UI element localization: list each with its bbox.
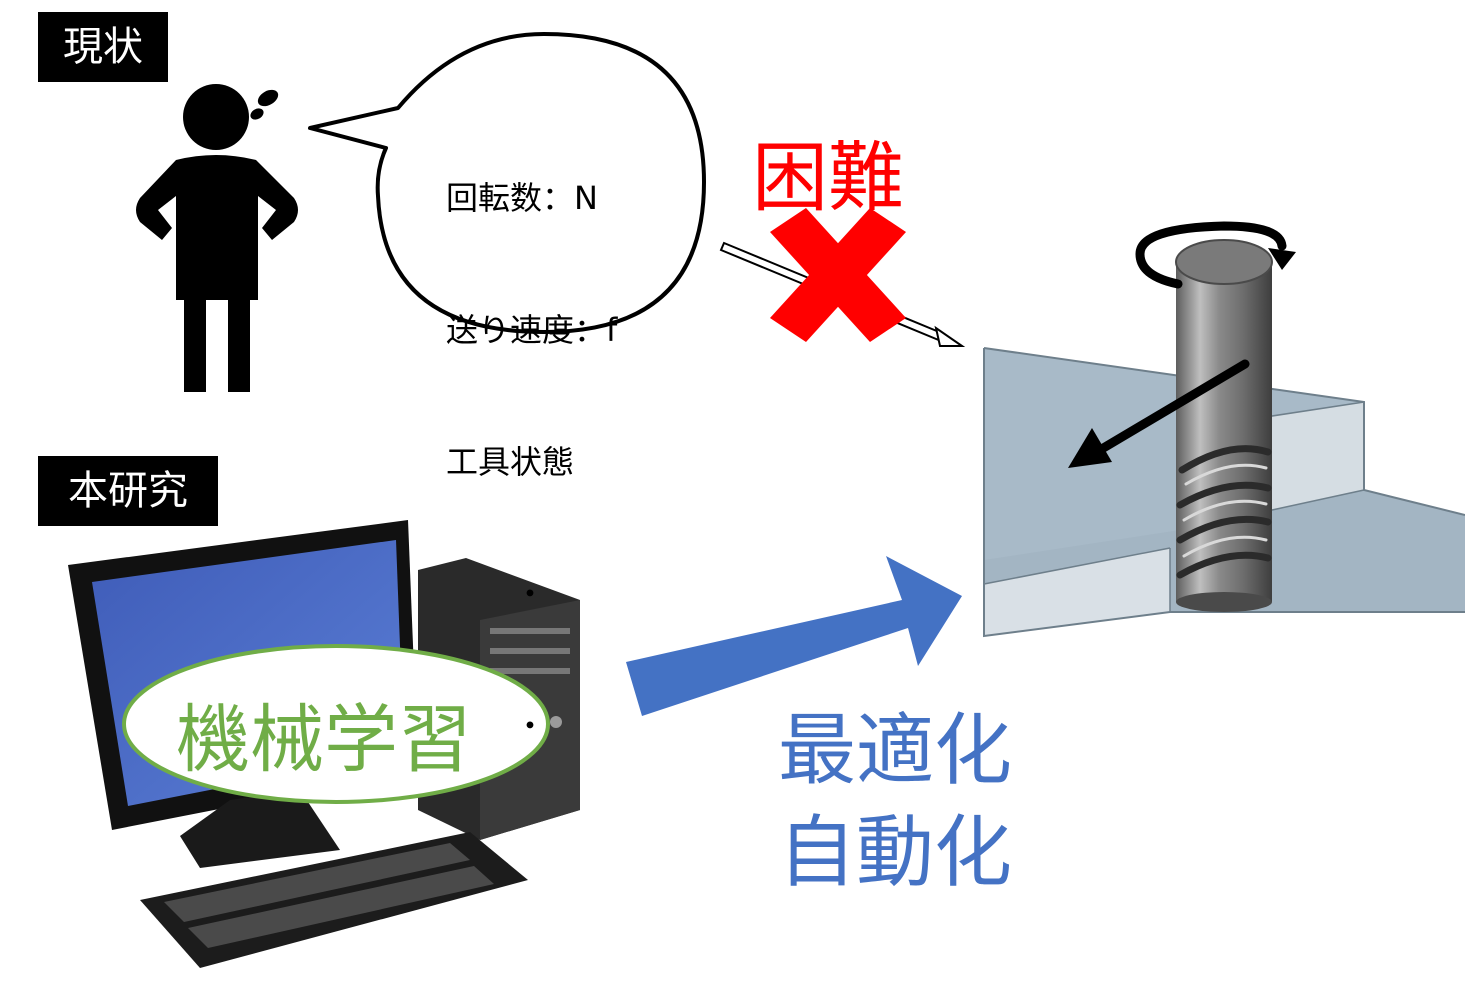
speech-line-feed: 送り速度：f — [446, 311, 618, 349]
speech-bubble — [308, 32, 706, 334]
worried-person-icon — [136, 84, 298, 392]
blue-arrow-icon — [626, 556, 962, 716]
end-mill-tool-icon — [1175, 239, 1273, 612]
rotation-arrow-icon — [1135, 221, 1296, 289]
label-this-research-text: 本研究 — [68, 468, 188, 514]
red-cross-icon — [770, 208, 906, 342]
speech-dot-1: ・ — [514, 575, 547, 613]
optimization-text: 最適化 — [778, 706, 1013, 796]
speech-dot-2: ・ — [514, 707, 547, 745]
ml-text: 機械学習 — [176, 697, 472, 783]
speech-bubble-text: 回転数：N 送り速度：f 工具状態 ・ ・ — [446, 88, 617, 836]
label-this-research: 本研究 — [38, 456, 218, 526]
automation-text: 自動化 — [778, 808, 1013, 898]
label-current-state-text: 現状 — [63, 24, 143, 70]
speech-line-rotation: 回転数：N — [446, 179, 598, 217]
difficulty-text: 困難 — [752, 133, 904, 222]
speech-line-tool-state: 工具状態 — [446, 443, 575, 481]
label-current-state: 現状 — [38, 12, 168, 82]
feed-direction-arrow-icon — [1068, 359, 1250, 468]
ml-ellipse-shape — [122, 644, 550, 804]
